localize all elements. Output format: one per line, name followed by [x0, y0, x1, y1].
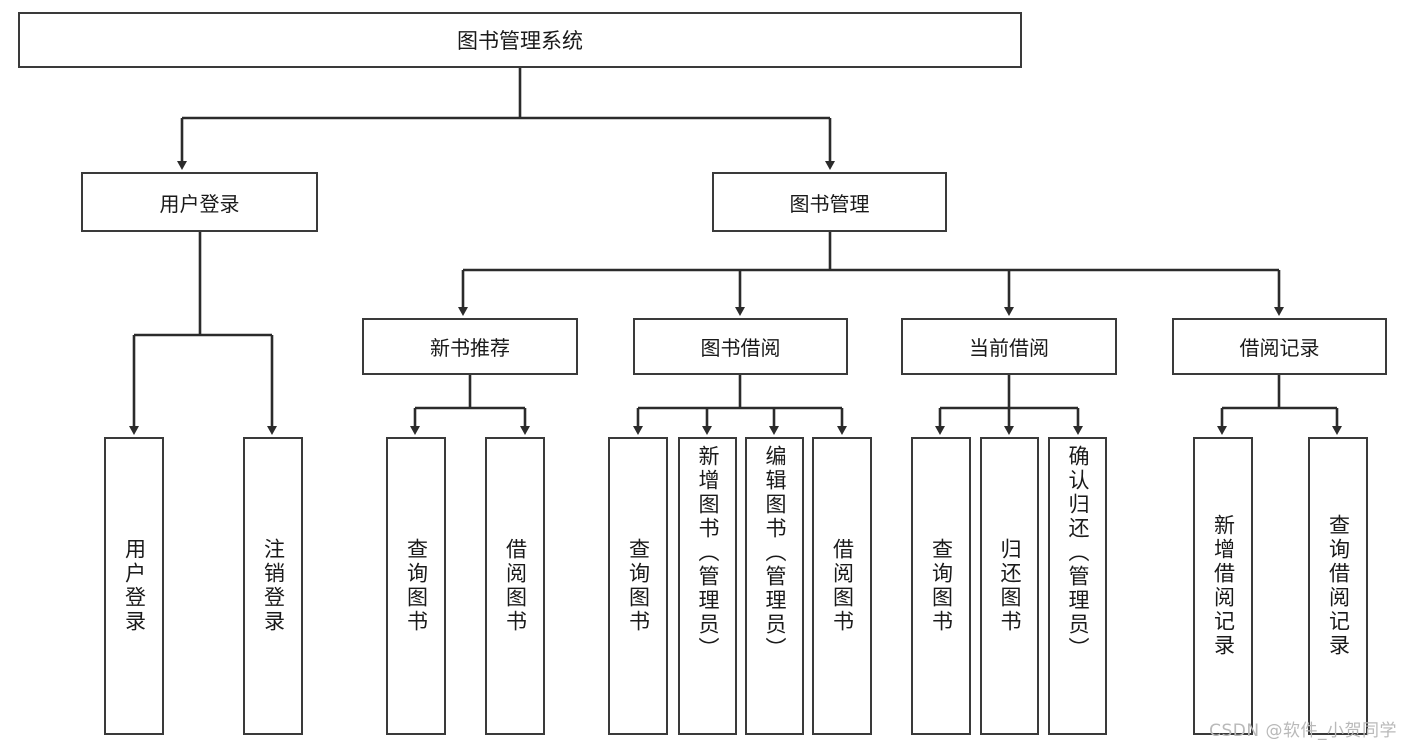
- node-book-borrow-label: 图书借阅: [700, 336, 781, 360]
- node-leaf-edit-book-label: 编辑图书（管理员）: [763, 445, 787, 661]
- node-user-login-label: 用户登录: [159, 191, 240, 216]
- node-leaf-add-record[interactable]: 新增借阅记录: [1193, 437, 1253, 735]
- node-book-management-label: 图书管理: [789, 191, 870, 216]
- node-leaf-logout[interactable]: 注销登录: [243, 437, 303, 735]
- node-new-book-recommend-label: 新书推荐: [430, 336, 510, 360]
- node-leaf-logout-label: 注销登录: [261, 538, 286, 634]
- node-leaf-borrow-book-1[interactable]: 借阅图书: [485, 437, 545, 735]
- node-leaf-add-book[interactable]: 新增图书（管理员）: [678, 437, 737, 735]
- node-leaf-query-record[interactable]: 查询借阅记录: [1308, 437, 1368, 735]
- node-leaf-add-record-label: 新增借阅记录: [1211, 514, 1236, 658]
- node-leaf-return-book[interactable]: 归还图书: [980, 437, 1039, 735]
- node-leaf-borrow-book-1-label: 借阅图书: [503, 538, 528, 634]
- node-leaf-user-login[interactable]: 用户登录: [104, 437, 164, 735]
- node-leaf-query-book-2-label: 查询图书: [626, 538, 651, 634]
- node-leaf-query-record-label: 查询借阅记录: [1326, 514, 1351, 658]
- node-leaf-confirm-return[interactable]: 确认归还（管理员）: [1048, 437, 1107, 735]
- node-leaf-query-book-1-label: 查询图书: [404, 538, 429, 634]
- node-leaf-borrow-book-2[interactable]: 借阅图书: [812, 437, 872, 735]
- node-leaf-confirm-return-label: 确认归还（管理员）: [1066, 445, 1090, 661]
- node-leaf-edit-book[interactable]: 编辑图书（管理员）: [745, 437, 804, 735]
- node-current-borrow-label: 当前借阅: [969, 336, 1049, 360]
- node-root-label: 图书管理系统: [457, 29, 583, 53]
- node-leaf-query-book-3[interactable]: 查询图书: [911, 437, 971, 735]
- node-leaf-query-book-1[interactable]: 查询图书: [386, 437, 446, 735]
- node-leaf-add-book-label: 新增图书（管理员）: [696, 445, 720, 661]
- node-leaf-return-book-label: 归还图书: [998, 538, 1022, 634]
- node-borrow-record-label: 借阅记录: [1239, 336, 1320, 360]
- node-book-borrow[interactable]: 图书借阅: [633, 318, 848, 375]
- node-leaf-query-book-2[interactable]: 查询图书: [608, 437, 668, 735]
- node-current-borrow[interactable]: 当前借阅: [901, 318, 1117, 375]
- node-user-login[interactable]: 用户登录: [81, 172, 318, 232]
- node-new-book-recommend[interactable]: 新书推荐: [362, 318, 578, 375]
- node-borrow-record[interactable]: 借阅记录: [1172, 318, 1387, 375]
- node-leaf-borrow-book-2-label: 借阅图书: [830, 538, 855, 634]
- watermark: CSDN @软件_小贺同学: [1209, 721, 1397, 741]
- node-leaf-user-login-label: 用户登录: [122, 538, 147, 634]
- node-leaf-query-book-3-label: 查询图书: [929, 538, 954, 634]
- node-root[interactable]: 图书管理系统: [18, 12, 1022, 68]
- node-book-management[interactable]: 图书管理: [712, 172, 947, 232]
